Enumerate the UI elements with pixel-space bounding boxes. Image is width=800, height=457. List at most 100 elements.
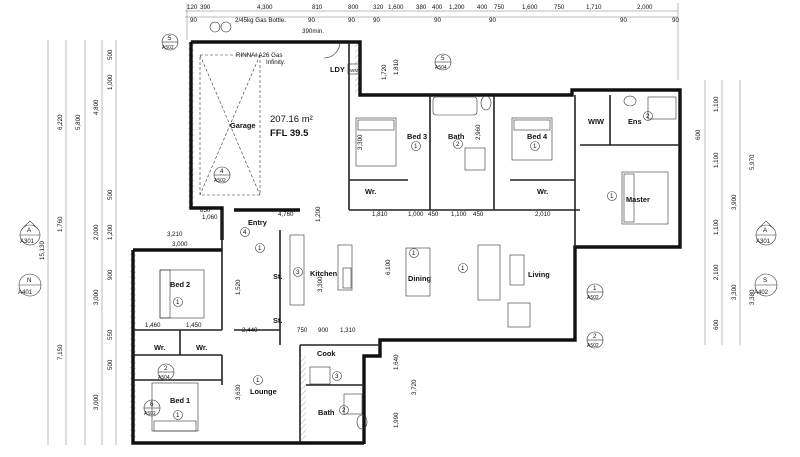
room-label-lounge: Lounge <box>250 387 277 396</box>
svg-text:90: 90 <box>672 17 679 24</box>
furniture <box>151 117 669 432</box>
svg-text:A504: A504 <box>158 375 170 381</box>
svg-text:6: 6 <box>150 401 154 408</box>
interior-walls <box>133 42 680 443</box>
svg-text:4,760: 4,760 <box>278 211 294 218</box>
svg-text:900: 900 <box>318 327 329 334</box>
svg-text:1: 1 <box>176 299 180 306</box>
svg-text:6,220: 6,220 <box>57 114 64 130</box>
svg-text:450: 450 <box>473 211 484 218</box>
garage-details <box>199 21 361 196</box>
svg-text:2: 2 <box>646 113 650 120</box>
svg-text:400: 400 <box>477 4 488 11</box>
svg-text:7,150: 7,150 <box>57 344 64 360</box>
svg-text:2: 2 <box>593 333 597 340</box>
svg-text:1: 1 <box>176 412 180 419</box>
svg-text:120: 120 <box>187 4 198 11</box>
svg-text:90: 90 <box>373 17 380 24</box>
svg-text:3,300: 3,300 <box>731 284 738 300</box>
room-label-bath-bottom: Bath <box>318 408 335 417</box>
svg-text:450: 450 <box>428 211 439 218</box>
svg-text:A502: A502 <box>214 178 226 184</box>
svg-text:A402: A402 <box>754 290 769 296</box>
svg-text:5,800: 5,800 <box>75 114 82 130</box>
svg-text:90: 90 <box>434 17 441 24</box>
svg-text:750: 750 <box>297 327 308 334</box>
min-clearance-note: 390min. <box>302 28 324 35</box>
svg-text:5: 5 <box>441 55 445 62</box>
svg-text:5,970: 5,970 <box>749 154 756 170</box>
svg-text:1,200: 1,200 <box>315 206 322 222</box>
svg-text:1,200: 1,200 <box>449 4 465 11</box>
svg-text:3,630: 3,630 <box>235 384 242 400</box>
svg-text:S: S <box>763 277 767 284</box>
svg-text:3: 3 <box>335 373 339 380</box>
svg-text:1,060: 1,060 <box>202 214 218 221</box>
svg-text:1: 1 <box>461 265 465 272</box>
svg-text:1: 1 <box>414 143 418 150</box>
svg-text:3,720: 3,720 <box>411 379 418 395</box>
svg-text:750: 750 <box>494 4 505 11</box>
svg-text:500: 500 <box>107 49 114 60</box>
room-label-bed4: Bed 4 <box>527 132 548 141</box>
svg-text:400: 400 <box>432 4 443 11</box>
svg-text:500: 500 <box>107 189 114 200</box>
room-label-bed1: Bed 1 <box>170 396 190 405</box>
room-label-wr-a: Wr. <box>154 343 165 352</box>
room-label-bed2: Bed 2 <box>170 280 190 289</box>
svg-text:4: 4 <box>243 229 247 236</box>
room-label-living: Living <box>528 270 550 279</box>
svg-text:4,300: 4,300 <box>257 4 273 11</box>
room-label-bed3: Bed 3 <box>407 132 427 141</box>
floor-area-label: 207.16 m² <box>270 114 313 125</box>
svg-text:380: 380 <box>416 4 427 11</box>
svg-text:1: 1 <box>258 245 262 252</box>
svg-text:90: 90 <box>489 17 496 24</box>
svg-text:2: 2 <box>456 141 460 148</box>
room-label-wr-bed4: Wr. <box>537 187 548 196</box>
svg-text:A502: A502 <box>144 411 156 417</box>
svg-text:4: 4 <box>220 168 224 175</box>
svg-text:1,310: 1,310 <box>340 327 356 334</box>
svg-text:A301: A301 <box>756 239 771 245</box>
ffl-label: FFL 39.5 <box>270 128 309 139</box>
svg-text:1,600: 1,600 <box>388 4 404 11</box>
svg-text:A502: A502 <box>587 343 599 349</box>
svg-text:3,210: 3,210 <box>167 231 183 238</box>
top-dimension-lines <box>185 3 679 80</box>
svg-text:1: 1 <box>256 377 260 384</box>
svg-text:90: 90 <box>308 17 315 24</box>
svg-text:810: 810 <box>312 4 323 11</box>
svg-text:1,810: 1,810 <box>393 59 400 75</box>
svg-text:1,720: 1,720 <box>381 64 388 80</box>
svg-text:1: 1 <box>533 143 537 150</box>
svg-text:2,440: 2,440 <box>242 327 258 334</box>
room-label-garage: Garage <box>230 121 255 130</box>
svg-text:1,990: 1,990 <box>393 412 400 428</box>
svg-text:A502: A502 <box>162 45 174 51</box>
room-label-st-a: St. <box>273 272 282 281</box>
room-label-dining: Dining <box>408 274 431 283</box>
svg-text:600: 600 <box>713 319 720 330</box>
svg-text:A: A <box>27 227 32 234</box>
rinnai-note-line1: RINNAI A26 Gas <box>236 52 282 59</box>
svg-text:2,010: 2,010 <box>535 211 551 218</box>
svg-text:A301: A301 <box>20 239 35 245</box>
gas-bottle-note: 2/45kg Gas Bottle. <box>235 17 286 24</box>
svg-text:3,000: 3,000 <box>93 289 100 305</box>
svg-text:1,100: 1,100 <box>713 152 720 168</box>
svg-text:15,130: 15,130 <box>39 241 46 260</box>
svg-text:320: 320 <box>373 4 384 11</box>
svg-text:900: 900 <box>107 269 114 280</box>
svg-text:1,600: 1,600 <box>522 4 538 11</box>
svg-text:2,100: 2,100 <box>713 264 720 280</box>
svg-text:1: 1 <box>593 285 597 292</box>
room-tags: 1 2 1 2 1 4 1 3 1 1 1 1 1 3 2 <box>173 111 653 420</box>
room-labels: Garage LDY Bed 3 Bath Bed 4 WIW Ens Mast… <box>154 65 650 417</box>
washing-machine-label: WM <box>350 68 358 73</box>
room-label-kitchen: Kitchen <box>310 269 338 278</box>
svg-text:5: 5 <box>168 35 172 42</box>
svg-text:6,100: 6,100 <box>385 259 392 275</box>
svg-text:1,100: 1,100 <box>713 96 720 112</box>
